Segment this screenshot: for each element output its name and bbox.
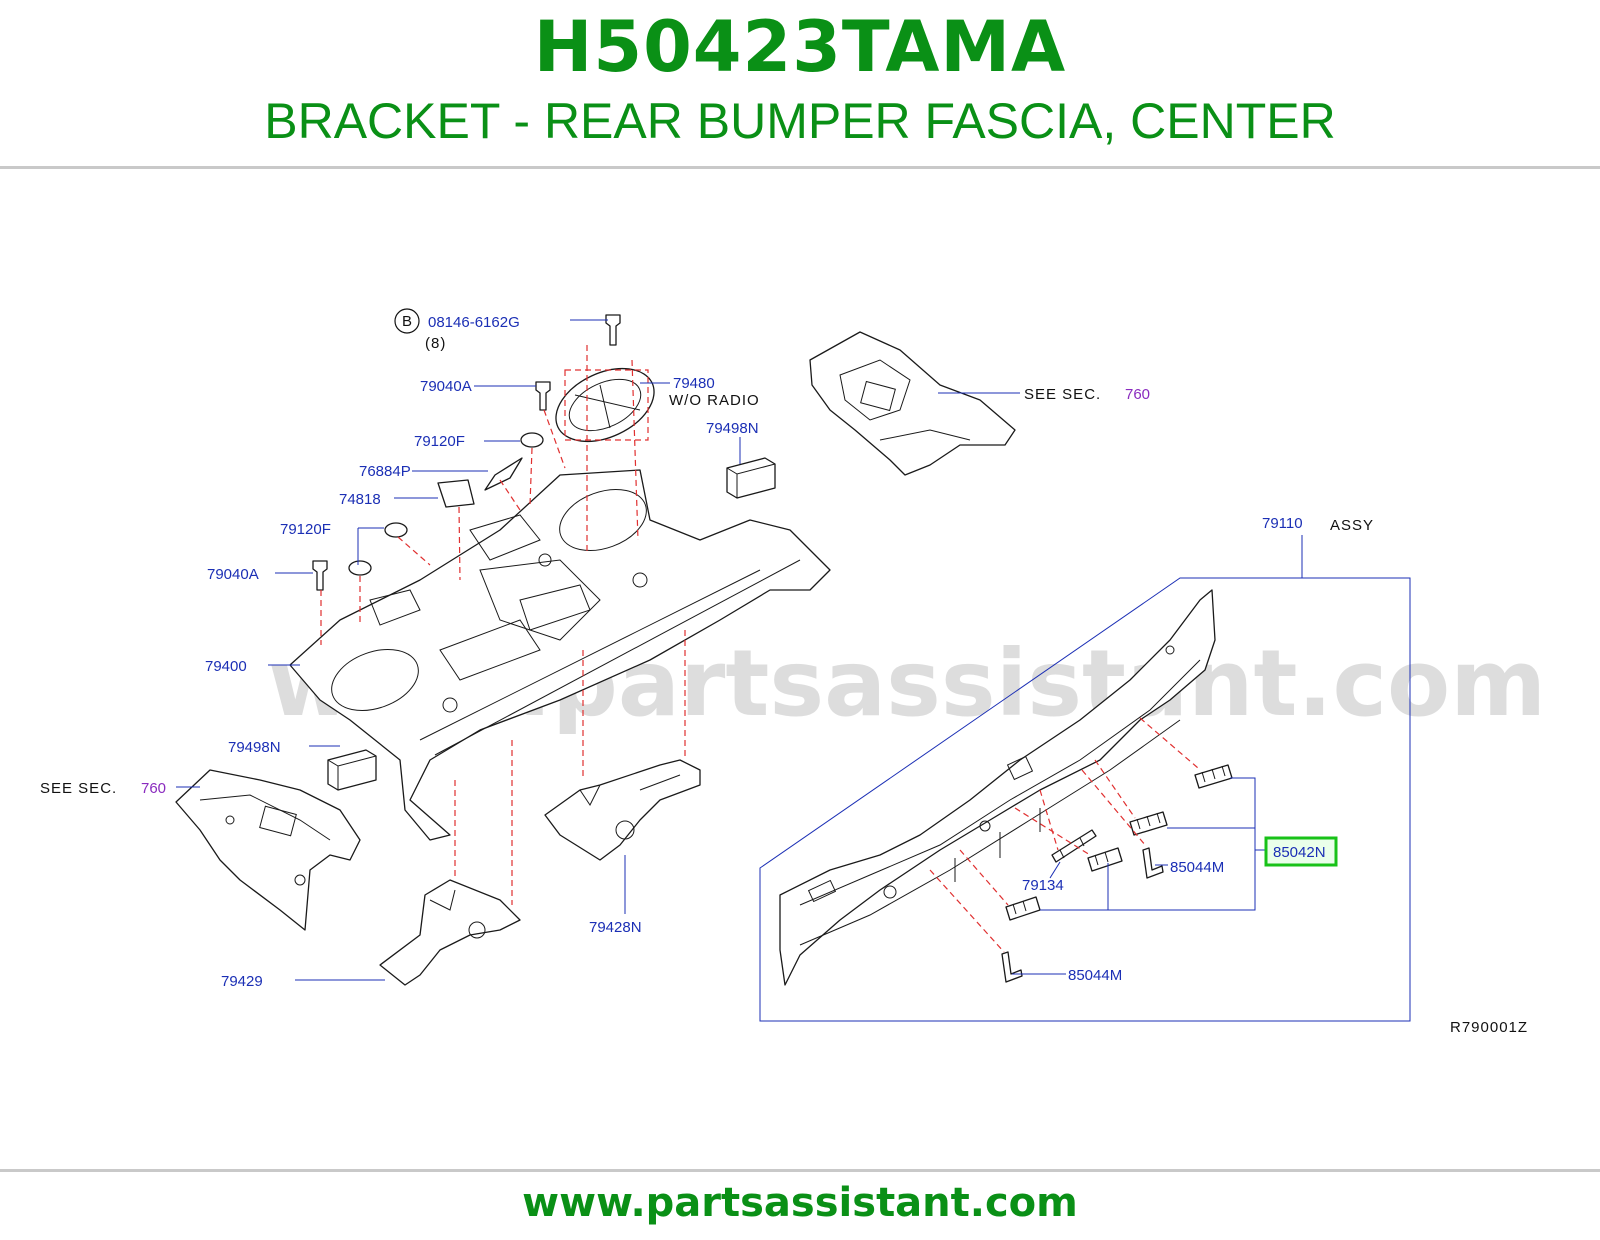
speaker-board-part[interactable]	[544, 354, 665, 456]
dash-clip-b	[1094, 759, 1136, 819]
callout-74818[interactable]: 74818	[339, 491, 381, 508]
foam-block-79498N-left-icon[interactable]	[327, 749, 377, 791]
lower-floor-panel-part[interactable]	[175, 769, 361, 931]
page-header: H50423TAMA BRACKET - REAR BUMPER FASCIA,…	[0, 0, 1600, 170]
dash-clip-d	[959, 849, 1009, 906]
dash-clip-a	[1139, 717, 1199, 769]
clip-85042N-b-icon[interactable]	[1129, 811, 1168, 836]
callout-79400[interactable]: 79400	[205, 658, 247, 675]
callout-79120F-top[interactable]: 79120F	[414, 433, 465, 450]
pad-74818-icon[interactable]	[437, 479, 475, 508]
bolt-08146-icon[interactable]	[605, 314, 621, 346]
callout-08146-6162G[interactable]: 08146-6162G	[428, 314, 520, 331]
part-description: BRACKET - REAR BUMPER FASCIA, CENTER	[264, 93, 1336, 149]
reference-code: R790001Z	[1450, 1019, 1528, 1036]
part-number-title: H50423TAMA	[533, 6, 1067, 88]
dash-79429	[454, 740, 513, 905]
callout-85044M-right[interactable]: 85044M	[1170, 859, 1224, 876]
callout-79480[interactable]: 79480	[673, 375, 715, 392]
bracket-85044M-bottom-icon[interactable]	[1001, 951, 1023, 983]
callout-79134[interactable]: 79134	[1022, 877, 1064, 894]
dash-plug-top	[529, 447, 533, 506]
bracket-85044M-right-icon[interactable]	[1142, 847, 1164, 879]
foam-block-79498N-top-icon[interactable]	[726, 457, 776, 499]
dash-speaker	[586, 345, 639, 555]
upper-floor-panel-part[interactable]	[809, 331, 1016, 476]
callout-79040A-left[interactable]: 79040A	[207, 566, 259, 583]
see-sec-left-label: SEE SEC.	[40, 780, 117, 797]
callout-79040A-top[interactable]: 79040A	[420, 378, 472, 395]
bolt-79040A-left-icon[interactable]	[312, 560, 328, 591]
plug-79120F-left-icon[interactable]	[384, 522, 408, 538]
assy-label: ASSY	[1330, 517, 1374, 534]
dash-79134	[1039, 789, 1059, 851]
rear-panel-assy-79110-part[interactable]	[779, 589, 1216, 986]
see-sec-top-label: SEE SEC.	[1024, 386, 1101, 403]
callout-85042N[interactable]: 85042N	[1273, 844, 1326, 861]
callout-79429[interactable]: 79429	[221, 973, 263, 990]
callout-85044M-bottom[interactable]: 85044M	[1068, 967, 1122, 984]
plug-79120F-mid-icon[interactable]	[348, 560, 372, 576]
dash-bracket-right	[1081, 769, 1147, 847]
bolt-callout-circle	[394, 308, 420, 334]
dash-pad2	[499, 479, 521, 511]
pad-76884P-icon[interactable]	[484, 457, 523, 491]
dash-bracket-bottom	[929, 869, 1005, 953]
bracket-79134-icon[interactable]	[1051, 829, 1097, 863]
dash-79428N	[582, 630, 686, 780]
callout-79110[interactable]: 79110	[1262, 515, 1303, 532]
callout-79498N-left[interactable]: 79498N	[228, 739, 281, 756]
clip-85042N-c-icon[interactable]	[1087, 847, 1123, 872]
dash-pad	[458, 506, 461, 581]
footer-divider	[0, 1169, 1600, 1172]
bolt-symbol-label: B	[402, 313, 413, 330]
footer-url-link[interactable]: www.partsassistant.com	[522, 1180, 1078, 1226]
dash-bolt-top	[543, 409, 566, 469]
dash-plug-left	[397, 536, 431, 566]
plug-79120F-top-icon[interactable]	[520, 432, 544, 448]
dash-clip-c	[1014, 807, 1091, 856]
bolt-79040A-top-icon[interactable]	[535, 381, 551, 411]
section-760-left-link[interactable]: 760	[141, 780, 166, 797]
rear-parcel-shelf-part[interactable]	[289, 469, 831, 841]
callout-wo-radio: W/O RADIO	[669, 392, 760, 409]
clip-85042N-d-icon[interactable]	[1005, 896, 1041, 921]
callout-bolt-qty: (8)	[425, 335, 446, 352]
bracket-79429-part[interactable]	[379, 879, 521, 986]
section-760-top-link[interactable]: 760	[1125, 386, 1150, 403]
clip-85042N-a-icon[interactable]	[1194, 764, 1233, 789]
assy-79110-frame	[759, 577, 1411, 1022]
callout-79498N-top[interactable]: 79498N	[706, 420, 759, 437]
header-divider	[0, 166, 1600, 169]
speaker-dash-box	[564, 369, 649, 441]
bracket-79428N-part[interactable]	[544, 759, 701, 861]
callout-76884P[interactable]: 76884P	[359, 463, 411, 480]
callout-79120F-left[interactable]: 79120F	[280, 521, 331, 538]
callout-79428N[interactable]: 79428N	[589, 919, 642, 936]
highlight-85042N-box	[1264, 836, 1338, 867]
